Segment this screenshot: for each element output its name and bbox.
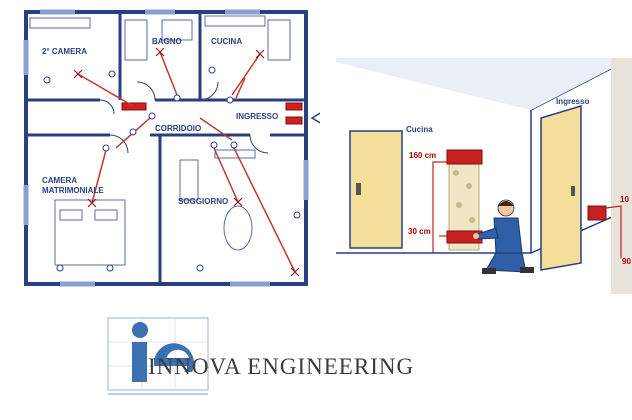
dimension-label-30: 30 cm [408, 227, 431, 236]
dimension-lines-right [605, 205, 622, 258]
dimension-label-right-bottom: 90 [622, 257, 631, 266]
inner-walls [26, 12, 306, 284]
logo-mark [107, 317, 209, 395]
room-perspective-illustration: Cucina Ingresso 160 cm 30 cm 10 90 [336, 57, 632, 294]
door-arcs [99, 81, 269, 154]
scene-label-cucina: Cucina [406, 125, 433, 134]
scene-drawing [336, 57, 632, 294]
junction-box-right [587, 205, 607, 221]
furniture [29, 15, 291, 266]
company-name: INNOVA ENGINEERING [148, 354, 415, 379]
floor-plan: 2° CAMERA BAGNO CUCINA INGRESSO CORRIDOI… [0, 0, 323, 290]
junction-boxes [121, 102, 303, 125]
room-label-camera2: 2° CAMERA [42, 47, 87, 56]
wiring-lines [77, 51, 296, 273]
room-label-soggiorno: SOGGIORNO [178, 197, 229, 206]
room-label-ingresso: INGRESSO [236, 112, 279, 121]
door-handle [356, 183, 361, 195]
entrance-arrow [310, 110, 323, 126]
windows [23, 9, 309, 287]
dimension-label-160: 160 cm [409, 151, 437, 160]
room-label-matrimoniale-1: CAMERA [42, 176, 78, 185]
room-label-corridoio: CORRIDOIO [155, 124, 202, 133]
plaster-edge [611, 58, 632, 294]
electrician-figure [473, 199, 534, 274]
room-label-cucina: CUCINA [211, 37, 243, 46]
junction-box-top [446, 149, 483, 165]
scene-label-ingresso: Ingresso [556, 97, 590, 106]
room-label-matrimoniale-2: MATRIMONIALE [42, 186, 104, 195]
ingresso-door [540, 104, 582, 271]
switch-symbols [43, 66, 301, 272]
dimension-lines [432, 161, 447, 253]
dimension-label-right-top: 10 [620, 195, 629, 204]
light-points [73, 47, 300, 277]
innova-engineering-logo: INNOVA ENGINEERING [100, 312, 480, 407]
floor-plan-drawing [23, 9, 323, 287]
room-label-bagno: BAGNO [152, 37, 182, 46]
